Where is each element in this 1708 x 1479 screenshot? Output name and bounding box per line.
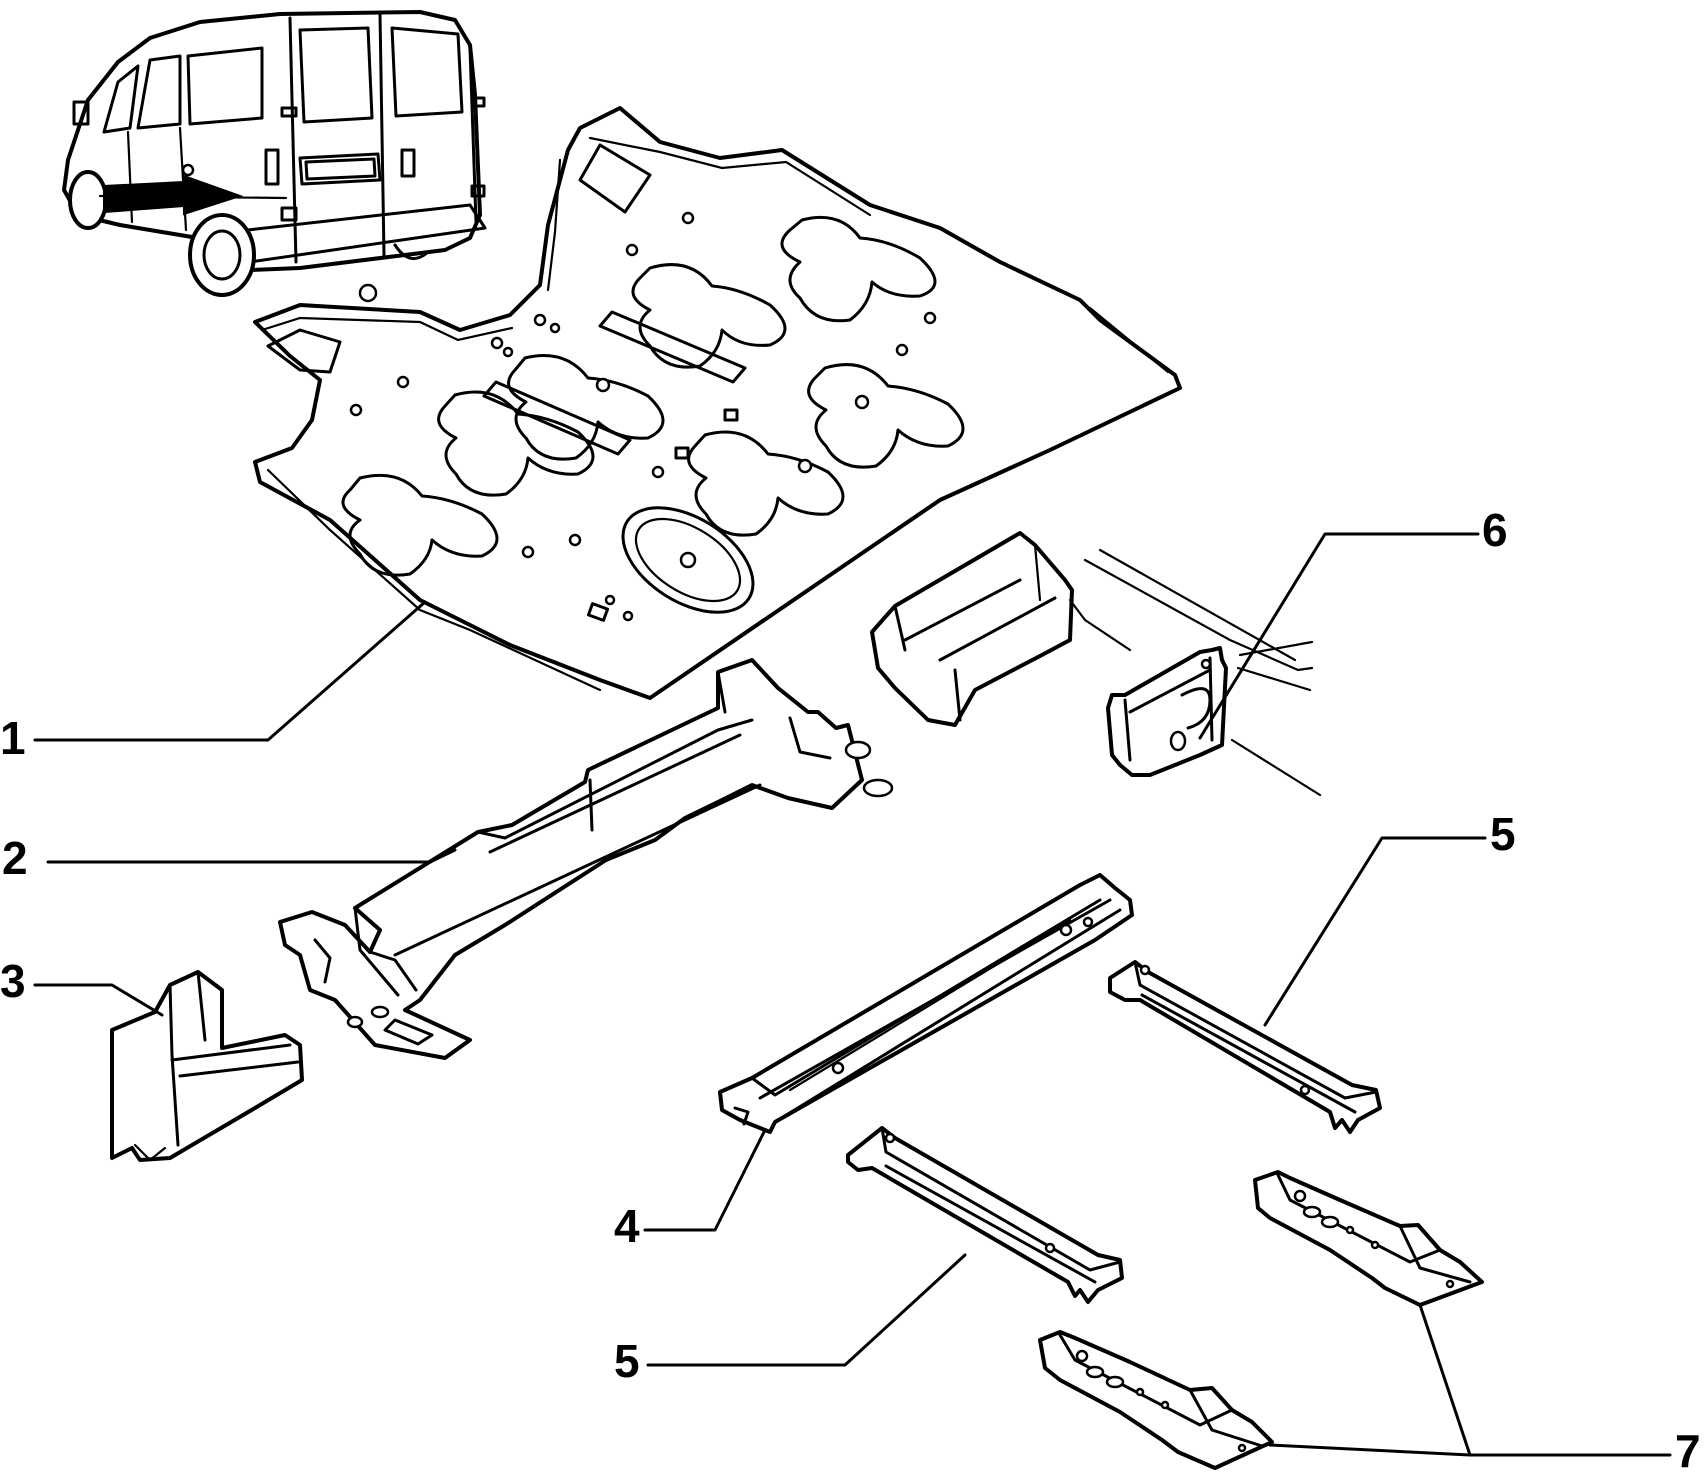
callout-7: 7 [1675, 1425, 1701, 1477]
leader-7 [1418, 1303, 1672, 1457]
rear-bracket-lower [1038, 1330, 1274, 1470]
front-bracket [110, 970, 304, 1162]
context-rocker-panel [870, 531, 1322, 797]
leader-7b [1268, 1443, 1472, 1457]
short-cross-member-upper [1108, 960, 1382, 1134]
cross-member-long [718, 873, 1134, 1134]
van-orientation-sketch [62, 10, 487, 297]
callout-5-lower: 5 [614, 1335, 640, 1387]
callout-3: 3 [0, 955, 26, 1007]
floor-panel [253, 106, 1182, 700]
side-member [278, 658, 894, 1060]
callout-5-upper: 5 [1490, 808, 1516, 860]
leader-2 [46, 848, 457, 864]
floor-holes [349, 211, 937, 622]
callout-6: 6 [1482, 504, 1508, 556]
callout-labels: 1 2 3 4 5 5 6 7 [0, 504, 1701, 1477]
callout-2: 2 [2, 832, 28, 884]
bracket-six [1106, 646, 1228, 777]
callout-1: 1 [0, 712, 26, 764]
leader-1 [33, 600, 427, 742]
floor-pressings [341, 215, 965, 622]
leader-5a [1263, 836, 1487, 1027]
short-cross-member-lower [846, 1126, 1124, 1304]
callout-4: 4 [614, 1200, 640, 1252]
leader-6 [1198, 532, 1480, 740]
leader-3 [33, 983, 164, 1017]
rear-bracket-upper [1253, 1170, 1484, 1307]
leader-5b [646, 1253, 967, 1367]
leader-4 [643, 1128, 767, 1232]
leader-lines [33, 532, 1672, 1457]
